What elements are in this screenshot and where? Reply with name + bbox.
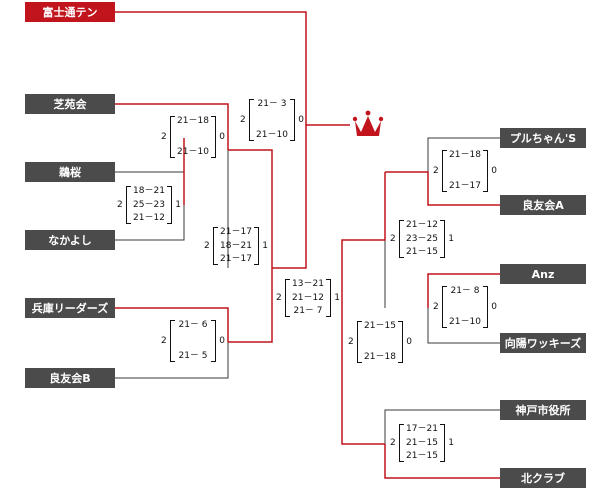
score-games-right: 1 xyxy=(175,200,181,210)
score-games-left: 2 xyxy=(204,241,210,251)
winner-line xyxy=(115,307,229,342)
winner-line xyxy=(385,171,500,206)
set-score: 21－ 3 xyxy=(257,99,287,109)
winner-line xyxy=(115,103,229,150)
score-box: 2 17－21 21－15 21－15 1 xyxy=(390,424,454,462)
score-box: 2 21－17 18－21 21－17 1 xyxy=(204,227,268,265)
set-score: 21－18 xyxy=(177,116,209,126)
team-ryoyu-a: 良友会A xyxy=(500,195,586,215)
set-score: 18－21 xyxy=(133,186,165,196)
set-score: 21－12 xyxy=(133,213,165,223)
team-purucha: プルちゃん'S xyxy=(500,128,586,148)
score-games-right: 1 xyxy=(262,241,268,251)
score-games-left: 2 xyxy=(390,438,396,448)
set-score: 21－12 xyxy=(406,220,438,230)
set-score: 21－15 xyxy=(364,321,396,331)
score-games-right: 0 xyxy=(491,166,497,176)
score-games-left: 2 xyxy=(276,293,282,303)
score-games-right: 0 xyxy=(491,302,497,312)
score-games-left: 2 xyxy=(240,115,246,125)
set-score: 21－ 8 xyxy=(450,286,480,296)
winner-line xyxy=(272,124,350,269)
score-games-right: 0 xyxy=(219,132,225,142)
team-kakuou: 鵜桜 xyxy=(25,162,115,182)
score-box: 2 21－18 21－17 0 xyxy=(433,150,497,192)
winner-line xyxy=(228,149,273,343)
set-score: 25－23 xyxy=(133,199,165,210)
set-score: 21－12 xyxy=(292,292,324,303)
set-score: 21－ 6 xyxy=(178,320,208,330)
set-score: 23－25 xyxy=(406,233,438,244)
team-ryoyu-b: 良友会B xyxy=(25,368,115,388)
score-games-left: 2 xyxy=(433,302,439,312)
score-box: 2 21－ 3 21－10 0 xyxy=(240,99,304,141)
team-kita: 北クラブ xyxy=(500,468,586,488)
score-games-left: 2 xyxy=(117,200,123,210)
winner-line xyxy=(115,11,307,125)
score-box: 2 13－21 21－12 21－ 7 1 xyxy=(276,279,340,317)
winner-line xyxy=(384,444,500,479)
score-games-left: 2 xyxy=(161,336,167,346)
set-score: 21－17 xyxy=(449,181,481,191)
set-score: 18－21 xyxy=(220,240,252,251)
score-games-right: 1 xyxy=(448,234,454,244)
team-nakayoshi: なかよし xyxy=(25,230,115,250)
bracket-line xyxy=(384,409,500,444)
score-games-left: 2 xyxy=(348,337,354,347)
set-score: 21－18 xyxy=(449,150,481,160)
score-box: 2 21－ 8 21－10 0 xyxy=(433,286,497,328)
team-hyogo: 兵庫リーダーズ xyxy=(25,298,115,318)
score-box: 2 21－15 21－18 0 xyxy=(348,321,412,363)
score-games-right: 1 xyxy=(334,293,340,303)
set-score: 21－10 xyxy=(449,317,481,327)
set-score: 21－ 5 xyxy=(178,351,208,361)
set-score: 17－21 xyxy=(406,424,438,434)
set-score: 21－15 xyxy=(406,247,438,257)
winner-line xyxy=(427,273,500,308)
set-score: 21－18 xyxy=(364,352,396,362)
score-games-left: 2 xyxy=(433,166,439,176)
team-anz: Anz xyxy=(500,264,586,284)
bracket-line xyxy=(115,342,229,379)
set-score: 21－17 xyxy=(220,254,252,264)
winner-line xyxy=(341,172,386,445)
crown-icon xyxy=(352,110,384,136)
bracket-line xyxy=(427,308,500,344)
set-score: 21－17 xyxy=(220,227,252,237)
score-box: 2 21－18 21－10 0 xyxy=(161,116,225,158)
team-shibaen: 芝苑会 xyxy=(25,94,115,114)
set-score: 21－15 xyxy=(406,451,438,461)
set-score: 21－10 xyxy=(256,130,288,140)
set-score: 21－15 xyxy=(406,437,438,448)
set-score: 21－ 7 xyxy=(293,306,323,316)
team-kobe: 神戸市役所 xyxy=(500,400,586,420)
score-games-left: 2 xyxy=(161,132,167,142)
score-box: 2 21－12 23－25 21－15 1 xyxy=(390,220,454,258)
score-games-right: 0 xyxy=(298,115,304,125)
score-games-right: 1 xyxy=(448,438,454,448)
set-score: 13－21 xyxy=(292,279,324,289)
score-box: 2 21－ 6 21－ 5 0 xyxy=(161,320,225,362)
score-games-left: 2 xyxy=(390,234,396,244)
score-games-right: 0 xyxy=(219,336,225,346)
set-score: 21－10 xyxy=(177,147,209,157)
score-games-right: 0 xyxy=(406,337,412,347)
team-fujitsu-ten: 富士通テン xyxy=(25,2,115,22)
score-box: 2 18－21 25－23 21－12 1 xyxy=(117,186,181,224)
bracket-line xyxy=(427,137,500,172)
bracket-line xyxy=(115,205,185,241)
team-mukaihi: 向陽ワッキーズ xyxy=(500,333,586,353)
